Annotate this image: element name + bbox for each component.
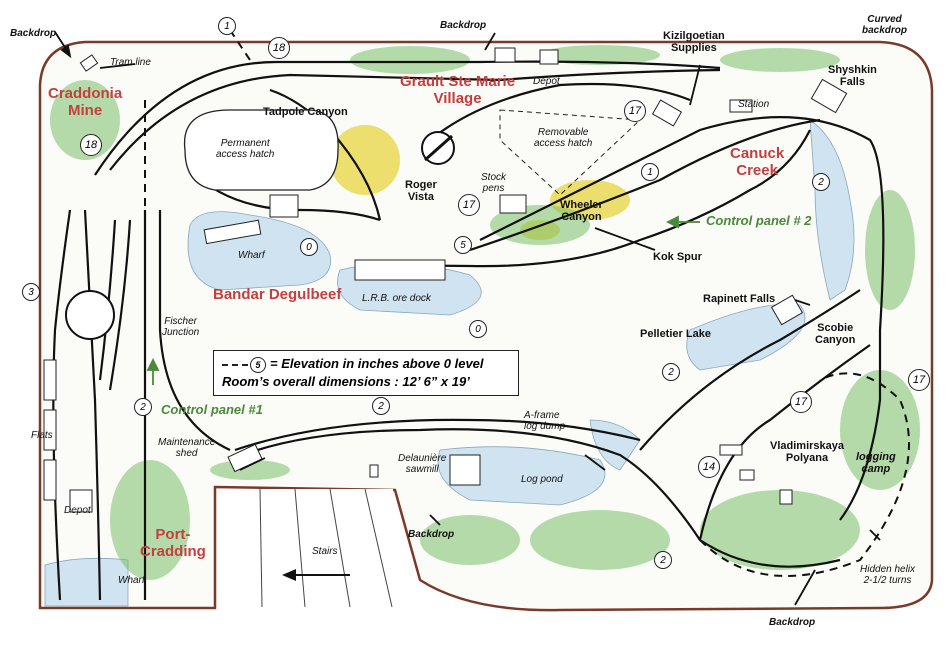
label-backdrop-top-left: Backdrop bbox=[10, 28, 57, 39]
hidden-track-legend-line bbox=[222, 363, 248, 366]
track bbox=[52, 60, 885, 601]
label-station: Station bbox=[738, 99, 770, 110]
elevation-marker: 17 bbox=[790, 391, 812, 413]
label-rapinett-falls: Rapinett Falls bbox=[703, 293, 776, 305]
label-tadpole-canyon: Tadpole Canyon bbox=[263, 106, 348, 118]
elevation-marker: 18 bbox=[80, 134, 102, 156]
elevation-marker: 17 bbox=[458, 194, 480, 216]
label-tram-line: Tram line bbox=[110, 57, 151, 68]
label-kok-spur: Kok Spur bbox=[653, 251, 702, 263]
pointer-arrows bbox=[54, 31, 881, 606]
elevation-marker: 2 bbox=[372, 397, 390, 415]
legend-elevation-symbol: 5 bbox=[250, 356, 266, 373]
label-flats: Flats bbox=[31, 430, 53, 441]
stairs-area bbox=[217, 488, 393, 608]
label-backdrop-top-mid: Backdrop bbox=[440, 20, 487, 31]
elevation-marker: 2 bbox=[812, 173, 830, 191]
elevation-marker: 0 bbox=[300, 238, 318, 256]
town-port-cradding: Port-Cradding bbox=[140, 526, 206, 560]
label-stairs: Stairs bbox=[312, 546, 338, 557]
legend-elevation-text: = Elevation in inches above 0 level bbox=[270, 356, 484, 371]
label-wharf-left: Wharf bbox=[118, 575, 145, 586]
turntable-port bbox=[65, 290, 115, 340]
elevation-marker: 18 bbox=[268, 37, 290, 59]
elevation-marker: 0 bbox=[469, 320, 487, 338]
elevation-marker: 14 bbox=[698, 456, 720, 478]
removable-hatch-outline bbox=[499, 109, 642, 196]
legend-elevation-row: 5 = Elevation in inches above 0 level bbox=[222, 355, 510, 373]
label-depot-top: Depot bbox=[533, 76, 560, 87]
elevation-marker: 2 bbox=[654, 551, 672, 569]
elevation-marker: 17 bbox=[624, 100, 646, 122]
legend-dimensions: Room’s overall dimensions : 12’ 6” x 19’ bbox=[222, 374, 470, 389]
elevation-marker: 2 bbox=[662, 363, 680, 381]
structures bbox=[43, 47, 848, 513]
legend-box: 5 = Elevation in inches above 0 level Roo… bbox=[213, 350, 519, 396]
label-wharf-mid: Wharf bbox=[238, 250, 265, 261]
label-control-panel-1: Control panel #1 bbox=[161, 402, 263, 417]
elevation-marker: 3 bbox=[22, 283, 40, 301]
elevation-marker: 17 bbox=[908, 369, 930, 391]
elevation-marker: 5 bbox=[454, 236, 472, 254]
hidden-track bbox=[144, 29, 910, 577]
label-depot-left: Depot bbox=[64, 505, 91, 516]
control-panel-arrows bbox=[146, 215, 700, 385]
label-backdrop-bottom-mid: Backdrop bbox=[408, 529, 455, 540]
label-log-pond: Log pond bbox=[521, 474, 563, 485]
town-bandar: Bandar Degulbeef bbox=[213, 286, 342, 303]
label-backdrop-bottom-right: Backdrop bbox=[769, 617, 816, 628]
label-lrb-ore-dock: L.R.B. ore dock bbox=[362, 293, 431, 304]
permanent-hatch-outline bbox=[183, 109, 339, 191]
elevation-marker: 1 bbox=[641, 163, 659, 181]
label-pelletier-lake: Pelletier Lake bbox=[640, 328, 711, 340]
elevation-marker: 2 bbox=[134, 398, 152, 416]
label-control-panel-2: Control panel # 2 bbox=[706, 213, 812, 228]
elevation-marker: 1 bbox=[218, 17, 236, 35]
